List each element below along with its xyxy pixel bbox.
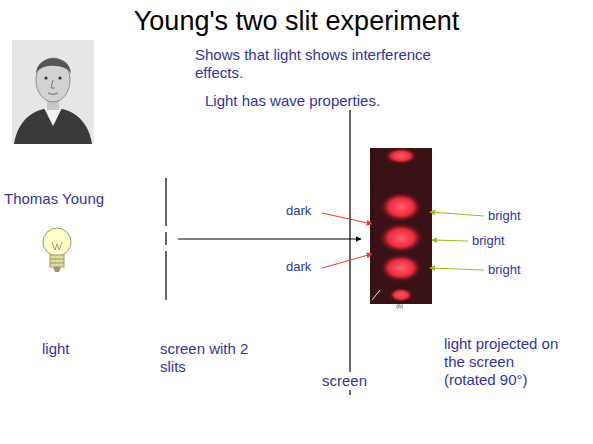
- fringe-label: bright: [488, 208, 521, 224]
- light-bulb: [43, 228, 71, 272]
- part-name: light projected on the screen (rotated 9…: [444, 335, 566, 389]
- portrait: [12, 40, 94, 144]
- fringe-label: dark: [286, 203, 311, 219]
- light-path-arrow: [178, 239, 361, 240]
- fringe-label: bright: [488, 262, 521, 278]
- slide-title: Young's two slit experiment: [0, 6, 593, 37]
- slit-screen: [165, 178, 166, 300]
- part-name: light: [42, 340, 70, 358]
- person-name: Thomas Young: [4, 190, 104, 208]
- fringe-photo: [370, 148, 432, 304]
- part-name: screen with 2 slits: [160, 340, 255, 376]
- part-name: screen: [322, 372, 367, 390]
- viewing-screen: [349, 95, 350, 395]
- dark-leaders: [322, 213, 372, 268]
- note-text: Light has wave properties.: [205, 92, 380, 110]
- fringe-label: dark: [286, 259, 311, 275]
- note-text: Shows that light shows interference effe…: [195, 46, 460, 82]
- fringe-label: bright: [472, 233, 505, 249]
- figure-tag: (b): [396, 303, 403, 310]
